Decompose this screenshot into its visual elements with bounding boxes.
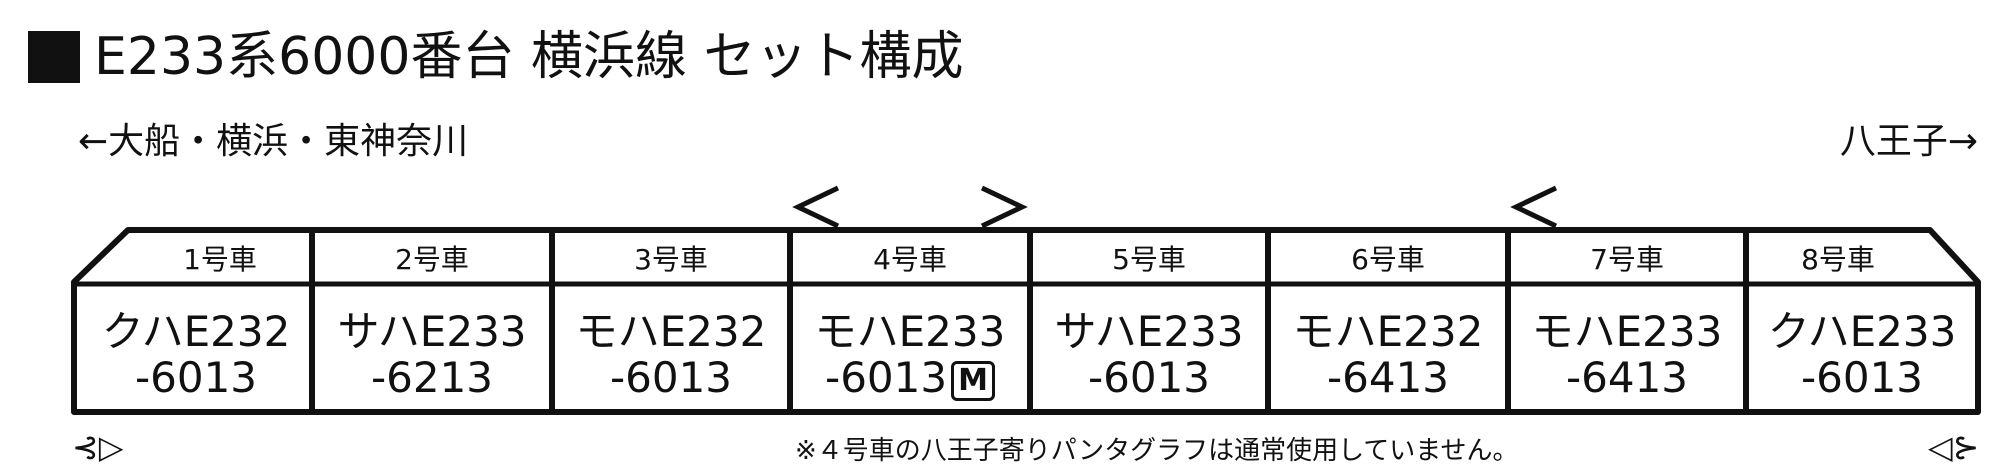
car-type: サハE233: [337, 307, 527, 356]
car-serial: -6413: [1326, 353, 1450, 402]
car-number: 8号車: [1801, 243, 1875, 276]
car-name: サハE233 -6213: [312, 300, 552, 410]
horn-right-icon: ◁⊱: [1928, 428, 1980, 466]
car-name: サハE233 -6013: [1030, 300, 1268, 410]
car-number: 4号車: [873, 243, 947, 276]
car-number: 6号車: [1351, 243, 1425, 276]
horn-left-icon: ⊰▷: [72, 428, 124, 466]
car-number: 1号車: [183, 243, 257, 276]
square-bullet-icon: [28, 31, 80, 83]
car-type: サハE233: [1054, 307, 1244, 356]
title-text: E233系6000番台 横浜線 セット構成: [94, 27, 964, 87]
footnote: ※４号車の八王子寄りパンタグラフは通常使用していません。: [795, 436, 1519, 466]
car-type: モハE232: [575, 307, 767, 356]
car-serial: -6013: [825, 353, 948, 402]
car-type: モハE232: [1292, 307, 1484, 356]
car-serial: -6013: [1800, 353, 1924, 402]
pantograph-icon: [980, 185, 1028, 229]
direction-right-label: 八王子→: [1839, 121, 1978, 162]
car-serial: -6013: [134, 353, 258, 402]
car-type: クハE233: [1767, 307, 1957, 356]
car-type: クハE232: [101, 307, 291, 356]
car-number: 3号車: [634, 243, 708, 276]
car-name: モハE233 -6413: [1508, 300, 1746, 410]
car-number: 7号車: [1590, 243, 1664, 276]
direction-left-label: ←大船・横浜・東神奈川: [78, 121, 469, 162]
page-title: E233系6000番台 横浜線 セット構成: [28, 22, 964, 92]
car-type: モハE233: [814, 307, 1006, 356]
car-type: モハE233: [1531, 307, 1723, 356]
car-serial: -6013: [609, 353, 733, 402]
car-name: モハE232 -6413: [1268, 300, 1508, 410]
pantograph-icon: [1510, 185, 1558, 229]
car-name: クハE232 -6013: [80, 300, 312, 410]
car-name: クハE233 -6013: [1746, 300, 1978, 410]
motor-badge: M: [951, 361, 995, 401]
car-serial: -6013: [1087, 353, 1211, 402]
car-number: 5号車: [1112, 243, 1186, 276]
car-number: 2号車: [395, 243, 469, 276]
car-serial: -6213: [370, 353, 494, 402]
pantograph-icon: [792, 185, 840, 229]
car-serial: -6413: [1565, 353, 1689, 402]
car-name: モハE232 -6013: [552, 300, 790, 410]
